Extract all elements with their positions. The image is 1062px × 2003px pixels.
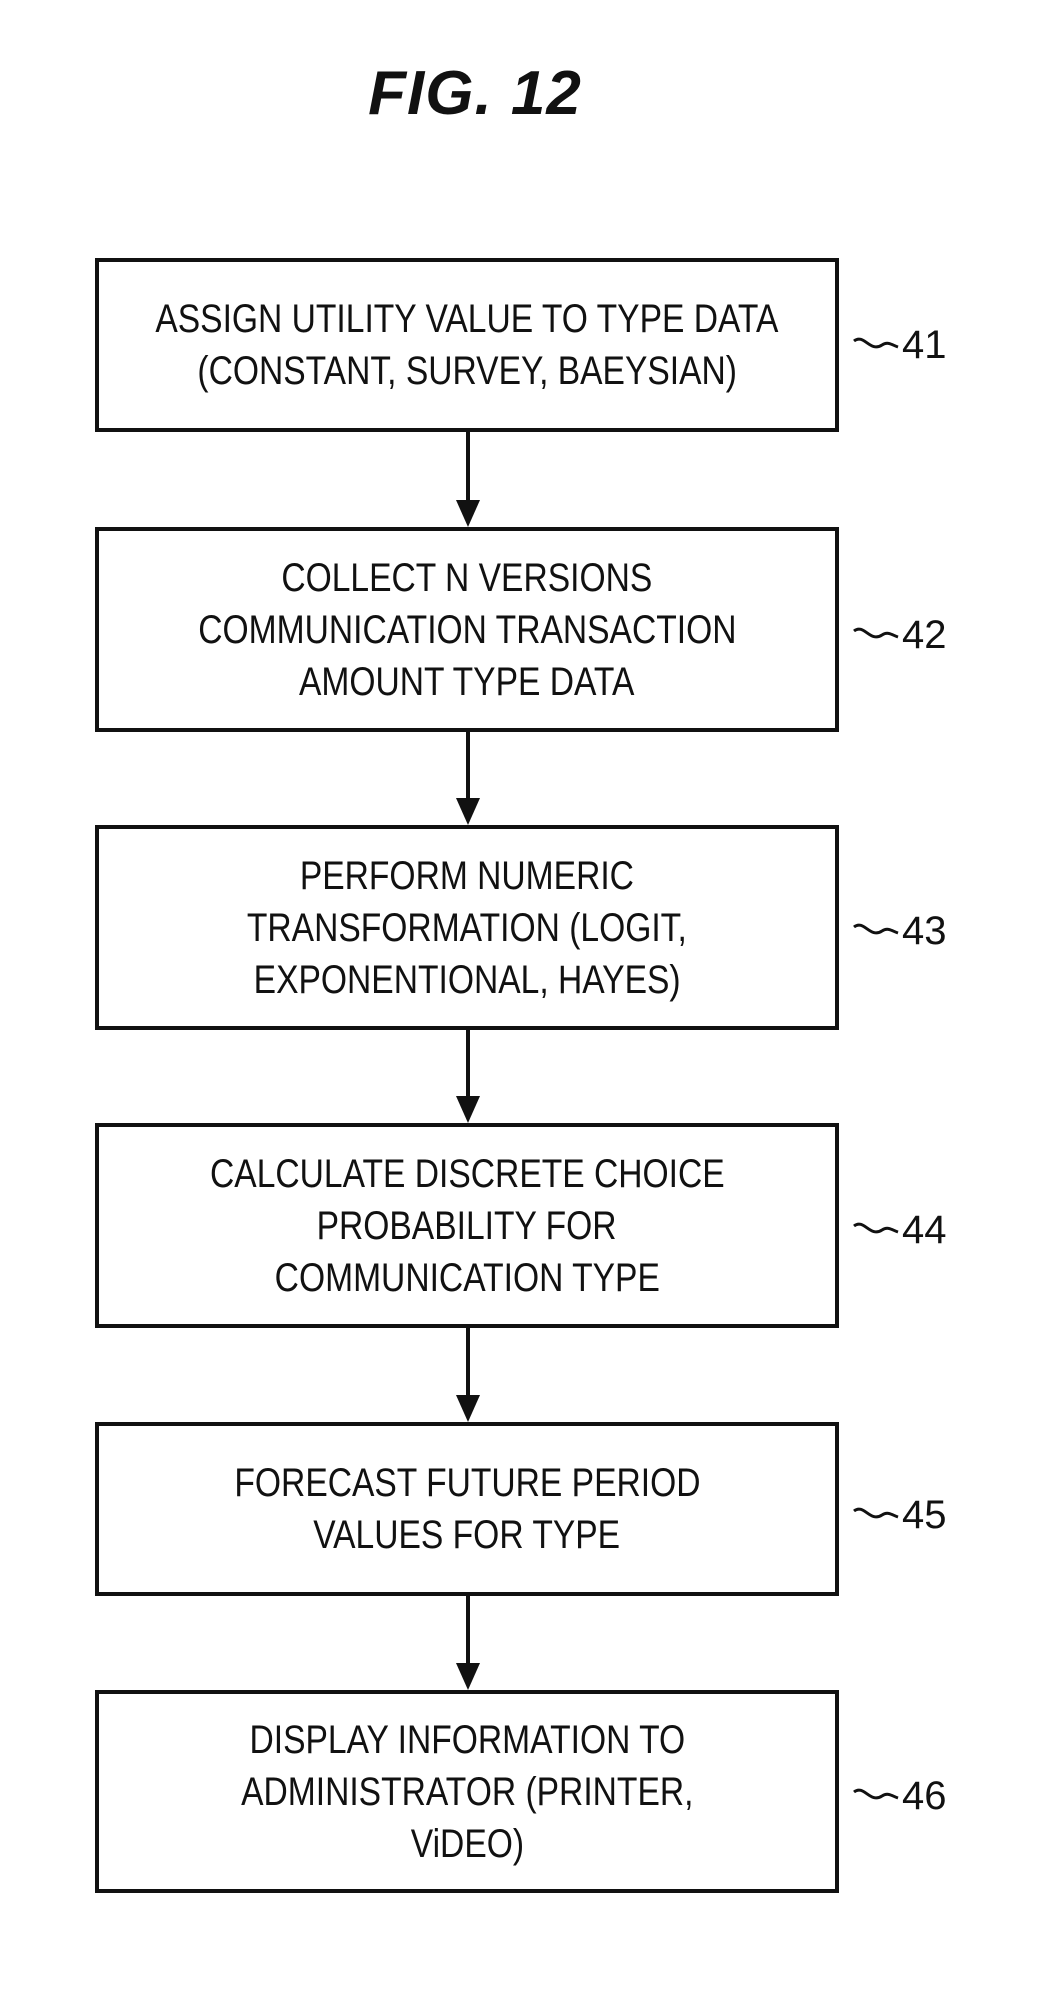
ref-label-42: 42 xyxy=(852,610,947,660)
step-43-line-2: TRANSFORMATION (LOGIT, xyxy=(247,902,687,954)
step-43-line-3: EXPONENTIONAL, HAYES) xyxy=(254,954,681,1006)
ref-number-42: 42 xyxy=(902,613,947,658)
step-45-line-2: VALUES FOR TYPE xyxy=(314,1509,621,1561)
ref-number-45: 45 xyxy=(902,1493,947,1538)
arrow-44-to-45 xyxy=(456,1328,480,1422)
ref-label-44: 44 xyxy=(852,1205,947,1255)
leader-line-icon xyxy=(852,1220,900,1240)
leader-line-icon xyxy=(852,1505,900,1525)
ref-label-45: 45 xyxy=(852,1490,947,1540)
arrow-43-to-44 xyxy=(456,1030,480,1123)
step-41-line-1: ASSIGN UTILITY VALUE TO TYPE DATA xyxy=(155,293,778,345)
leader-line-icon xyxy=(852,625,900,645)
ref-number-44: 44 xyxy=(902,1208,947,1253)
step-box-43: PERFORM NUMERIC TRANSFORMATION (LOGIT, E… xyxy=(95,825,839,1030)
step-box-44: CALCULATE DISCRETE CHOICE PROBABILITY FO… xyxy=(95,1123,839,1328)
leader-line-icon xyxy=(852,921,900,941)
step-43-line-1: PERFORM NUMERIC xyxy=(300,850,634,902)
step-46-line-3: ViDEO) xyxy=(410,1818,523,1870)
step-box-42: COLLECT N VERSIONS COMMUNICATION TRANSAC… xyxy=(95,527,839,732)
step-42-line-1: COLLECT N VERSIONS xyxy=(282,552,653,604)
step-box-45: FORECAST FUTURE PERIOD VALUES FOR TYPE xyxy=(95,1422,839,1596)
ref-number-46: 46 xyxy=(902,1774,947,1819)
ref-number-41: 41 xyxy=(902,323,947,368)
leader-line-icon xyxy=(852,335,900,355)
step-46-line-2: ADMINISTRATOR (PRINTER, xyxy=(241,1766,693,1818)
step-44-line-3: COMMUNICATION TYPE xyxy=(274,1252,659,1304)
step-42-line-3: AMOUNT TYPE DATA xyxy=(299,656,634,708)
ref-number-43: 43 xyxy=(902,909,947,954)
arrow-42-to-43 xyxy=(456,732,480,825)
step-41-line-2: (CONSTANT, SURVEY, BAEYSIAN) xyxy=(197,345,737,397)
step-46-line-1: DISPLAY INFORMATION TO xyxy=(249,1714,685,1766)
ref-label-46: 46 xyxy=(852,1771,947,1821)
step-44-line-1: CALCULATE DISCRETE CHOICE xyxy=(210,1148,725,1200)
step-box-41: ASSIGN UTILITY VALUE TO TYPE DATA (CONST… xyxy=(95,258,839,432)
ref-label-43: 43 xyxy=(852,906,947,956)
step-44-line-2: PROBABILITY FOR xyxy=(317,1200,617,1252)
ref-label-41: 41 xyxy=(852,320,947,370)
step-42-line-2: COMMUNICATION TRANSACTION xyxy=(198,604,736,656)
arrow-45-to-46 xyxy=(456,1596,480,1690)
step-45-line-1: FORECAST FUTURE PERIOD xyxy=(234,1457,700,1509)
step-box-46: DISPLAY INFORMATION TO ADMINISTRATOR (PR… xyxy=(95,1690,839,1893)
leader-line-icon xyxy=(852,1786,900,1806)
arrow-41-to-42 xyxy=(456,432,480,527)
